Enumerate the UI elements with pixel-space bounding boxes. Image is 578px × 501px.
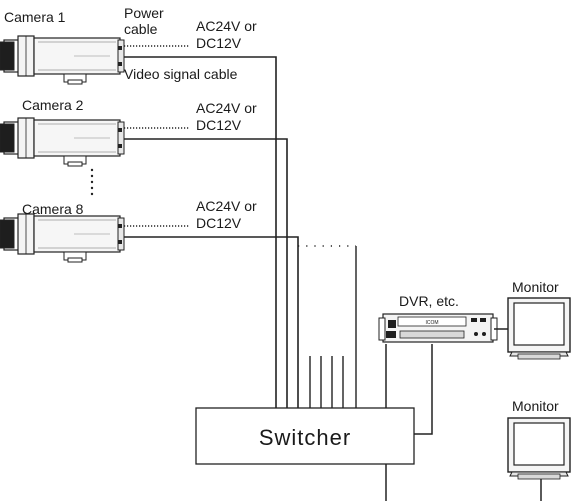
camera-8-power-spec-line2: DC12V (196, 215, 242, 231)
camera-1-power-spec-line1: AC24V or (196, 18, 257, 34)
camera-2-video-cable (124, 138, 288, 408)
camera-1: Camera 1 Power cable AC24V or DC12V Vide… (0, 5, 277, 408)
monitor-2-label: Monitor (512, 398, 559, 414)
switcher-label: Switcher (259, 425, 351, 450)
camera-8-label: Camera 8 (22, 201, 84, 217)
camera-2: Camera 2 AC24V or DC12V (0, 97, 288, 408)
dvr: DVR, etc. ICOM (378, 293, 498, 343)
dvr-brand-text: ICOM (425, 320, 438, 326)
camera-2-label: Camera 2 (22, 97, 84, 113)
switcher: Switcher (195, 407, 415, 465)
additional-input-bundle (298, 245, 357, 408)
camera-1-video-cable (124, 56, 277, 408)
camera-2-power-spec-line2: DC12V (196, 117, 242, 133)
camera-ellipsis (90, 168, 94, 196)
power-cable-label-line1: Power (124, 5, 164, 21)
camera-8-power-spec-line1: AC24V or (196, 198, 257, 214)
monitor-1-label: Monitor (512, 279, 559, 295)
camera-1-label: Camera 1 (4, 9, 66, 25)
power-cable-label-line2: cable (124, 21, 158, 37)
switcher-to-dvr-cable (414, 344, 433, 435)
camera-1-power-spec-line2: DC12V (196, 35, 242, 51)
switcher-box (195, 407, 415, 465)
camera-8: Camera 8 AC24V or DC12V (0, 198, 299, 408)
monitor-1: Monitor (507, 279, 571, 360)
monitor-2: Monitor (507, 398, 571, 480)
camera-8-video-cable (124, 236, 299, 408)
dvr-label: DVR, etc. (399, 293, 459, 309)
video-cable-label: Video signal cable (124, 66, 238, 82)
camera-2-power-spec-line1: AC24V or (196, 100, 257, 116)
